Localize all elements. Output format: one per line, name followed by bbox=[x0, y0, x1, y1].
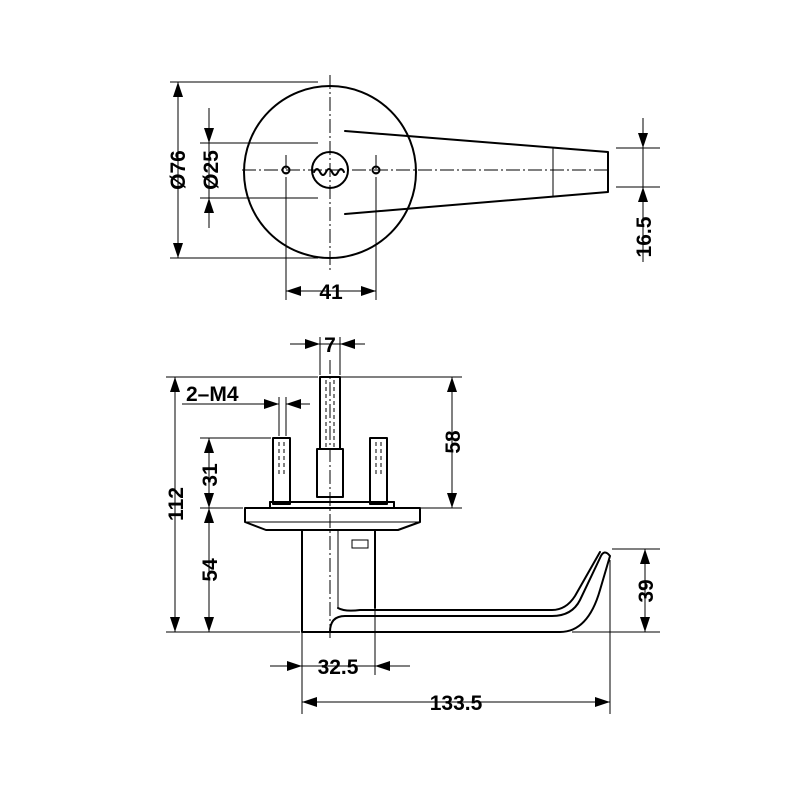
rose-diameter-label: Ø76 bbox=[167, 150, 190, 190]
overall-length-label: 133.5 bbox=[430, 692, 483, 715]
fixing-screw-right bbox=[369, 437, 388, 505]
neck bbox=[301, 529, 331, 633]
neck-detail bbox=[351, 539, 369, 549]
front-view: Ø76 Ø25 41 16.5 bbox=[167, 75, 660, 304]
cylinder-diameter-label: Ø25 bbox=[200, 150, 223, 190]
spindle-width-label: 7 bbox=[324, 334, 336, 357]
neck-width-label: 32.5 bbox=[318, 656, 359, 679]
rose-to-base-label: 54 bbox=[199, 558, 222, 582]
key-icon bbox=[313, 168, 345, 176]
overall-height-label: 112 bbox=[165, 487, 188, 521]
lever-upper-edge bbox=[337, 551, 601, 612]
screw-length-label: 31 bbox=[199, 463, 222, 487]
spindle-base bbox=[316, 448, 344, 498]
fixing-screws-label: 2–M4 bbox=[186, 383, 239, 406]
fixing-screw-left bbox=[272, 437, 291, 505]
lever-drop-label: 39 bbox=[635, 579, 658, 602]
rose-plate bbox=[244, 507, 421, 531]
spindle-length-label: 58 bbox=[442, 430, 465, 454]
lever-arm bbox=[344, 130, 609, 215]
screw-spacing-label: 41 bbox=[319, 281, 343, 304]
lever bbox=[329, 551, 611, 633]
side-view: 7 2–M4 58 112 31 54 bbox=[165, 334, 660, 715]
lever-end-height-label: 16.5 bbox=[633, 216, 656, 257]
